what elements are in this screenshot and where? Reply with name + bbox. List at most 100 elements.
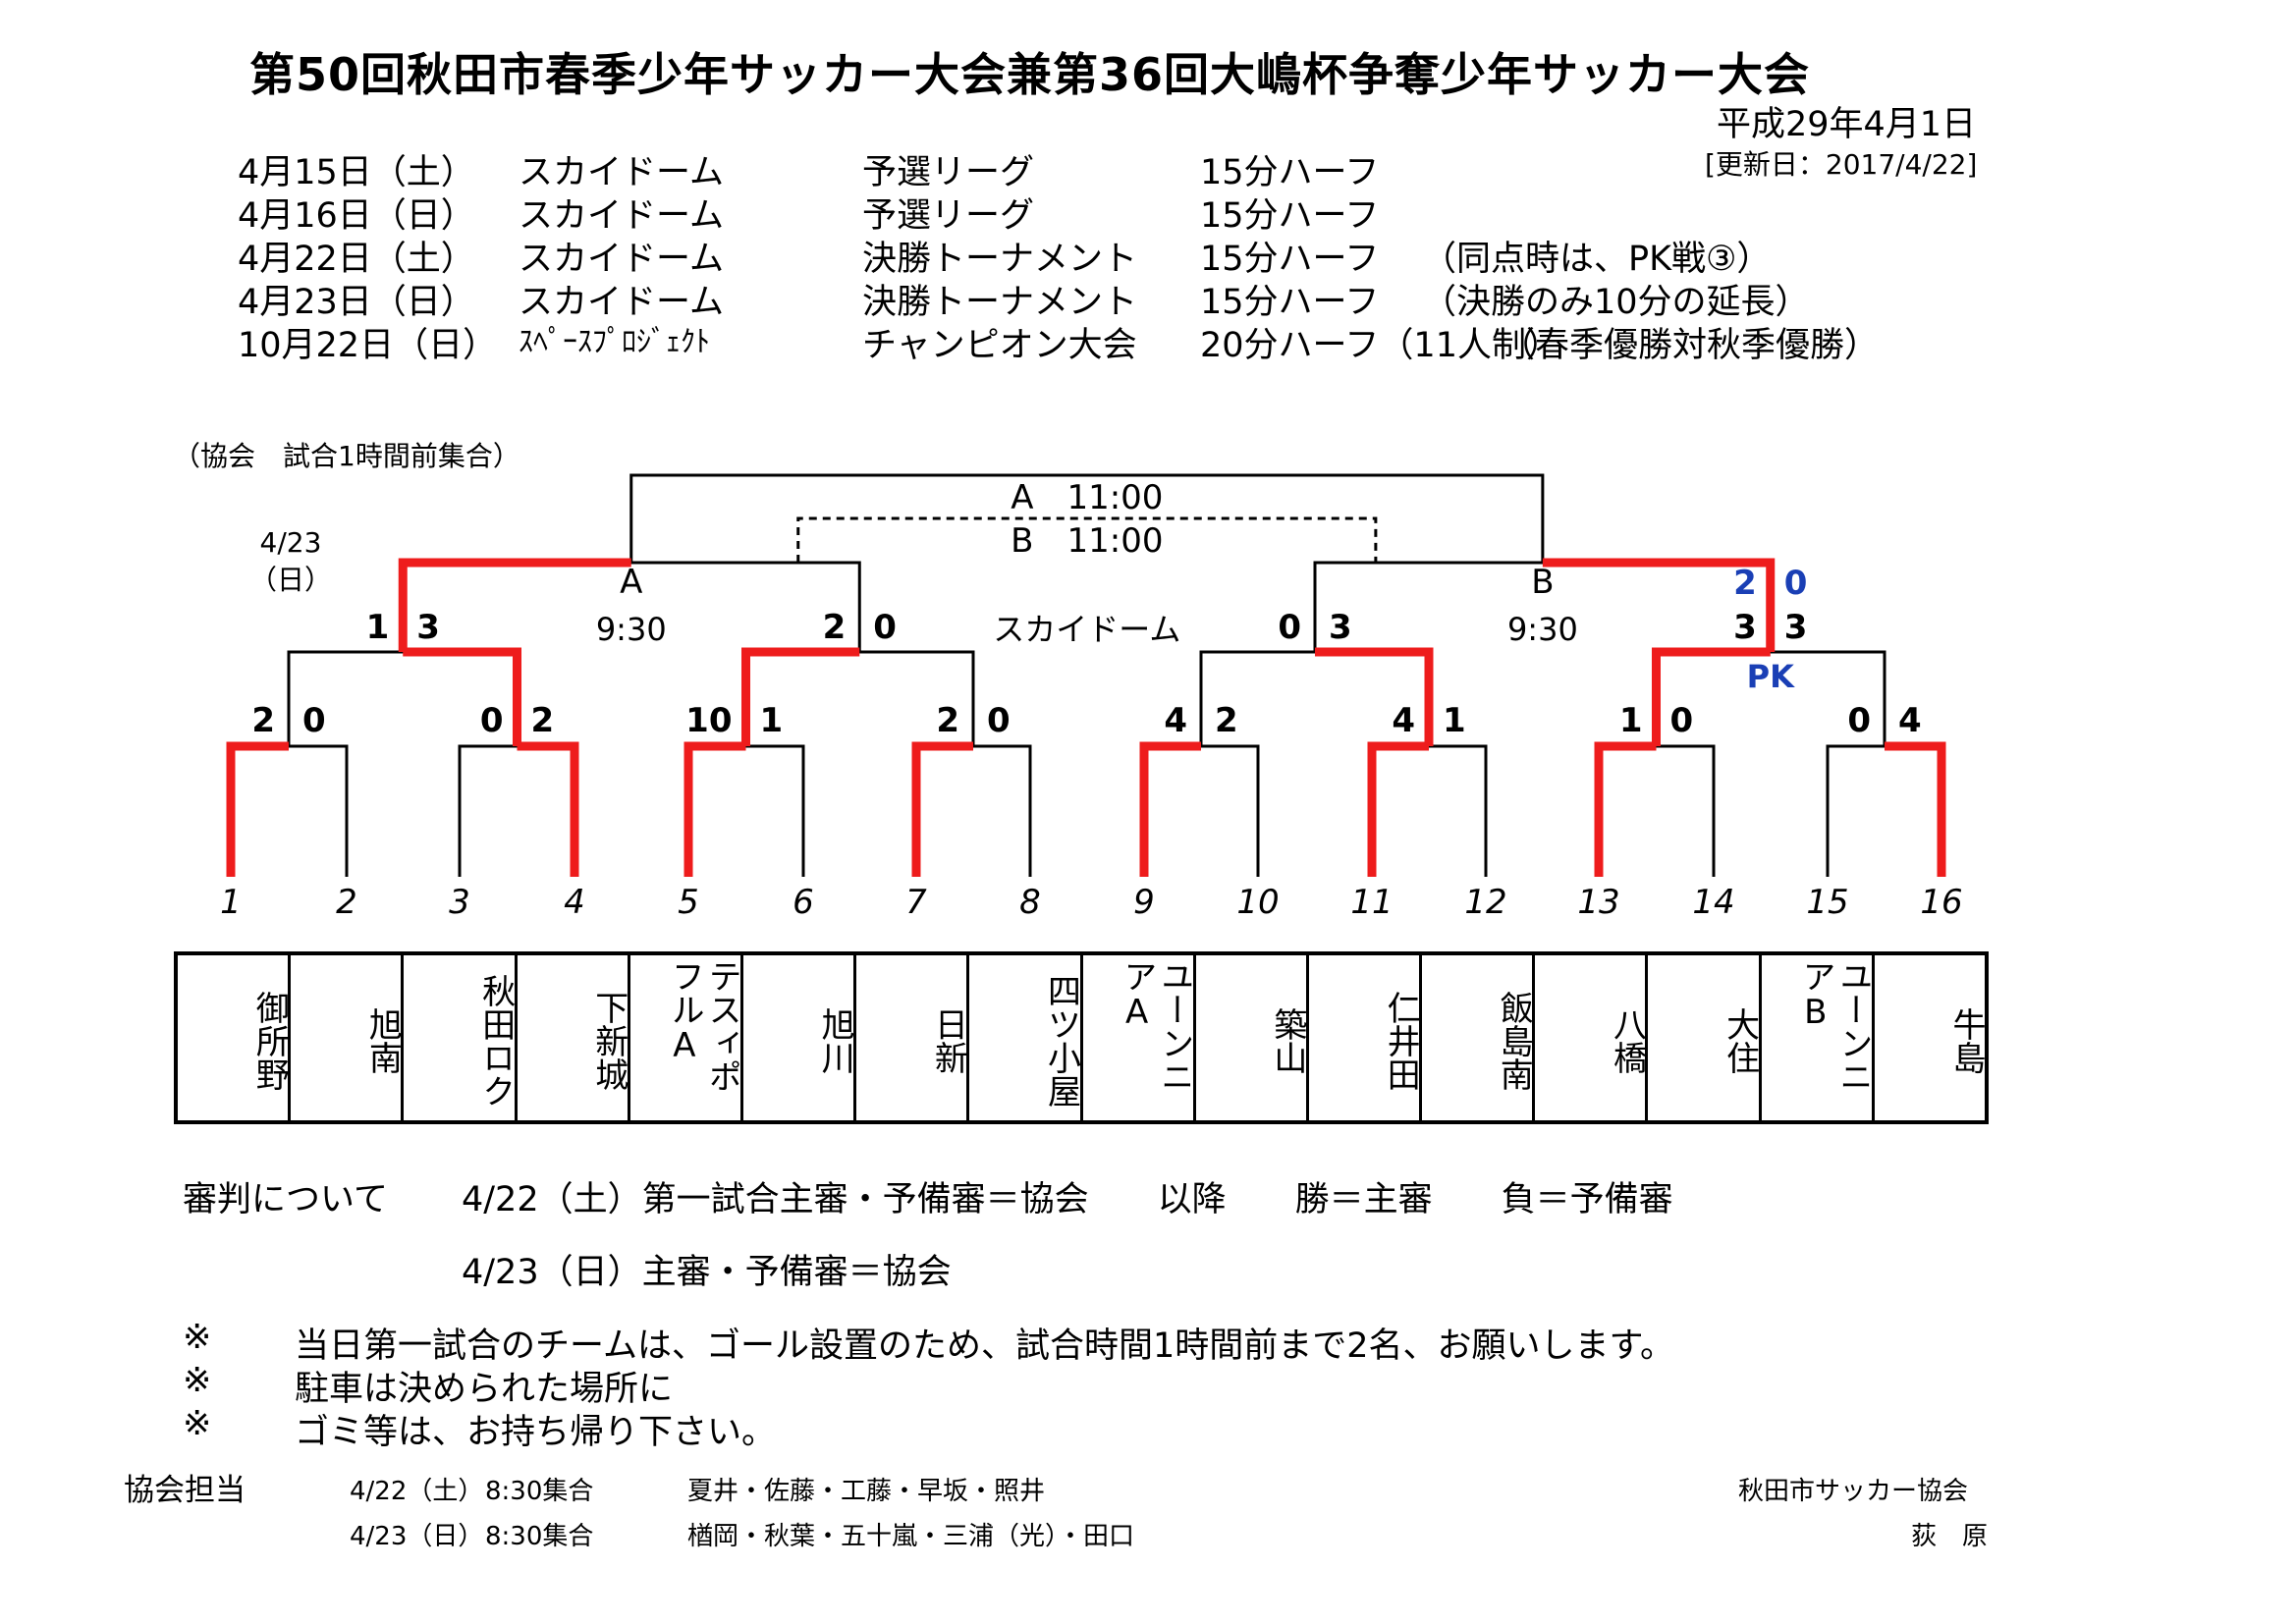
- slot-number: 12: [1464, 883, 1506, 922]
- bracket-line: [686, 744, 805, 877]
- referee-label: 審判について: [183, 1180, 388, 1219]
- schedule-note: （決勝のみ10分の延長）: [1422, 283, 1810, 322]
- association-staff: 夏井・佐藤・工藤・早坂・照井: [687, 1477, 1046, 1506]
- association-staff: 楢岡・秋葉・五十嵐・三浦（光）・田口: [687, 1522, 1135, 1551]
- bracket-line: [1594, 741, 1657, 877]
- team-name: 御所野: [249, 991, 290, 1091]
- association-label: 協会担当: [124, 1473, 246, 1508]
- bracket-line: [1652, 647, 1771, 746]
- team-cell: 築山: [1192, 955, 1307, 1120]
- slot-number: 9: [1133, 883, 1155, 922]
- schedule-round: 決勝トーナメント: [862, 283, 1138, 322]
- final-date: 4/23: [260, 526, 322, 559]
- team-cell: 御所野: [178, 955, 290, 1120]
- team-name: 旭南: [362, 1007, 403, 1074]
- team-cell: 秋田ロク: [401, 955, 516, 1120]
- team-name: 築山: [1267, 1007, 1307, 1074]
- score: 2: [531, 701, 555, 740]
- schedule-round: 予選リーグ: [862, 196, 1035, 236]
- team-cell: 八橋: [1532, 955, 1647, 1120]
- schedule-note: （同点時は、PK戦③）: [1422, 240, 1772, 279]
- team-cell: 旭川: [739, 955, 855, 1120]
- team-name: ユーンニアA: [1117, 959, 1194, 1093]
- bracket-line: [914, 744, 1032, 877]
- schedule-venue: スカイドーム: [519, 283, 724, 322]
- team-cell: 飯島南: [1419, 955, 1533, 1120]
- schedule-time: 15分ハーフ: [1200, 283, 1380, 322]
- slot-number: 11: [1350, 883, 1393, 922]
- team-name: 牛島: [1946, 1007, 1986, 1074]
- slot-number: 15: [1806, 883, 1848, 922]
- score: 1: [1443, 701, 1466, 740]
- schedule-date: 4月22日（土）: [238, 240, 475, 279]
- score: 10: [685, 701, 732, 740]
- score: 0: [480, 701, 504, 740]
- score: 1: [1619, 701, 1643, 740]
- slot-number: 8: [1019, 883, 1041, 922]
- score: 0: [1847, 701, 1871, 740]
- final-day: （日）: [249, 564, 332, 596]
- note-mark: ※: [183, 1318, 212, 1357]
- team-cell: テスィポフルA: [627, 955, 741, 1120]
- score: 0: [1784, 564, 1808, 603]
- team-name: 四ツ小屋: [1041, 974, 1081, 1108]
- slot-number: 13: [1577, 883, 1619, 922]
- association-time: 8:30集合: [485, 1477, 594, 1506]
- bracket-line: [1826, 744, 1943, 877]
- score: 3: [1329, 608, 1352, 647]
- bracket-line: [1370, 744, 1488, 877]
- bracket-line: [229, 744, 349, 877]
- team-name: 秋田ロク: [475, 974, 516, 1108]
- team-cell: ユーンニアA: [1079, 955, 1194, 1120]
- score: 3: [416, 608, 440, 647]
- score: 3: [1784, 608, 1808, 647]
- bracket-line: [403, 647, 521, 746]
- slot-number: 4: [564, 883, 585, 922]
- final-label: B 11:00: [1011, 521, 1163, 561]
- team-name: ユーンニアB: [1795, 959, 1873, 1093]
- bracket-line: [1139, 741, 1201, 877]
- bracket-line: [517, 741, 579, 877]
- association-org: 秋田市サッカー協会: [1738, 1477, 1969, 1506]
- bracket-line: [226, 741, 289, 877]
- association-date: 4/22（土）: [350, 1477, 484, 1506]
- bracket-line: [458, 744, 576, 877]
- bracket-line: [629, 473, 1545, 563]
- team-cell: 牛島: [1871, 955, 1986, 1120]
- slot-number: 14: [1692, 883, 1734, 922]
- bracket-line: [683, 741, 746, 877]
- association-time: 8:30集合: [485, 1522, 594, 1551]
- schedule-date: 10月22日（日）: [238, 326, 498, 365]
- referee-line-2: 4/23（日）主審・予備審＝協会: [462, 1253, 952, 1292]
- team-cell: ユーンニアB: [1758, 955, 1873, 1120]
- schedule-date: 4月15日（土）: [238, 153, 475, 192]
- schedule-date: 4月16日（日）: [238, 196, 475, 236]
- note-item: 当日第一試合のチームは、ゴール設置のため、試合時間1時間前まで2名、お願いします…: [295, 1326, 1674, 1366]
- score: 4: [1898, 701, 1922, 740]
- team-name: テスィポフルA: [664, 959, 741, 1093]
- score: 4: [1164, 701, 1187, 740]
- venue-label: スカイドーム: [993, 611, 1180, 648]
- team-name: 日新: [928, 1007, 968, 1074]
- referee-line-1: 4/22（土）第一試合主審・予備審＝協会 以降 勝＝主審 負＝予備審: [462, 1180, 1673, 1219]
- score: 2: [1733, 564, 1757, 603]
- schedule-round: 予選リーグ: [862, 153, 1035, 192]
- team-name: 旭川: [815, 1007, 855, 1074]
- score: 0: [1278, 608, 1301, 647]
- schedule-round: チャンピオン大会: [862, 326, 1137, 365]
- schedule-venue: スカイドーム: [519, 240, 724, 279]
- score: 2: [1215, 701, 1238, 740]
- team-cell: 四ツ小屋: [966, 955, 1081, 1120]
- note-mark: ※: [183, 1361, 212, 1400]
- pk-label: PK: [1747, 658, 1795, 695]
- score: 0: [873, 608, 897, 647]
- semi-time: 9:30: [1507, 611, 1578, 648]
- schedule-venue: ｽﾍﾟｰｽﾌﾟﾛｼﾞｪｸﾄ: [519, 325, 710, 359]
- schedule-note: （春季優勝対秋季優勝）: [1501, 326, 1880, 365]
- schedule-time: 15分ハーフ: [1200, 240, 1380, 279]
- team-name: 八橋: [1607, 1007, 1647, 1074]
- slot-number: 7: [905, 883, 927, 922]
- score: 0: [987, 701, 1011, 740]
